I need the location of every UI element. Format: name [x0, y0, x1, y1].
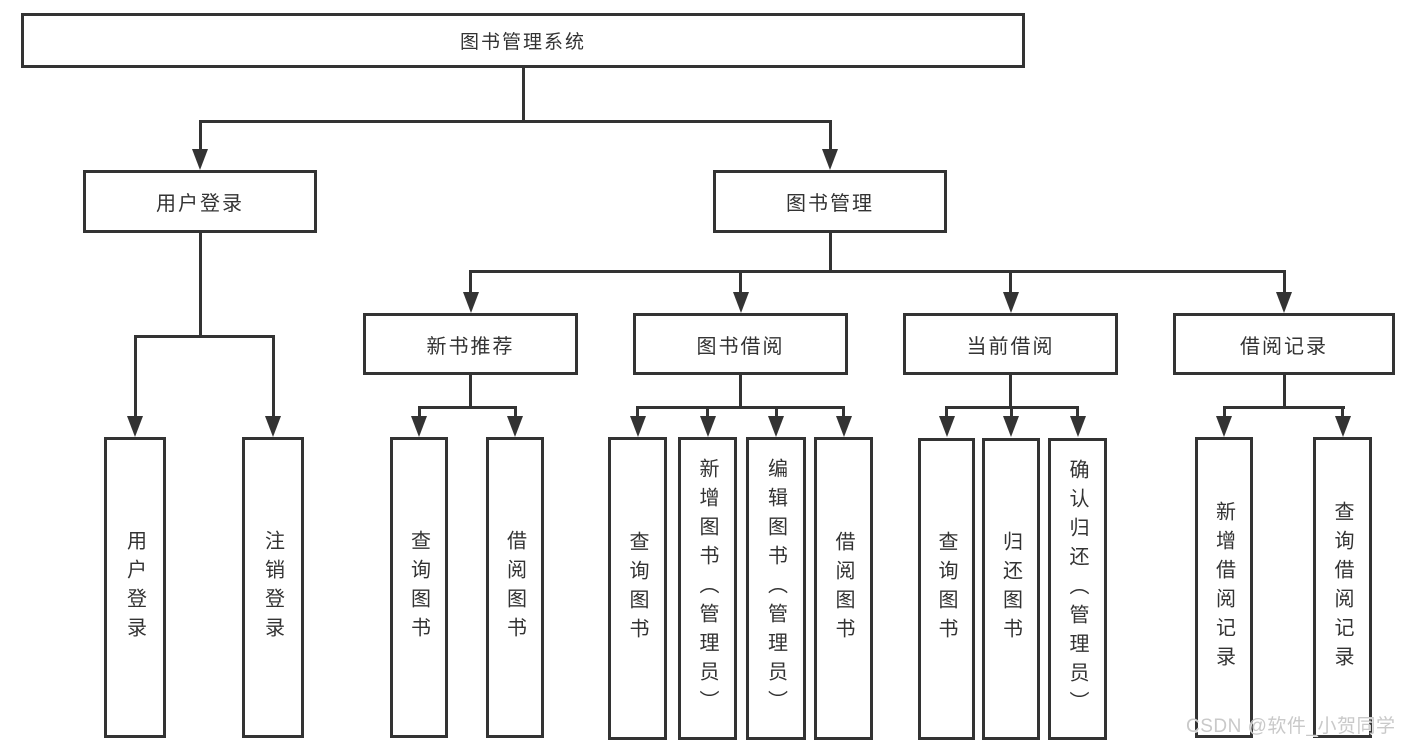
arrowhead-cb-confirm: [1069, 416, 1086, 437]
arrowhead-leaf-logout: [265, 416, 281, 437]
connector-stem-book-borrowing: [739, 270, 742, 295]
node-book-management: 图书管理: [713, 170, 947, 233]
connector-nbr-stem: [469, 375, 472, 409]
leaf-bb-add-books-admin-label: 新增图书（管理员）: [696, 458, 718, 719]
leaf-bb-add-books-admin: 新增图书（管理员）: [678, 437, 737, 740]
connector-book-management-branch: [469, 270, 1286, 273]
leaf-br-add-record-label: 新增借阅记录: [1212, 500, 1235, 675]
connector-br-stem: [1282, 375, 1286, 409]
leaf-cb-confirm-return-admin-label: 确认归还（管理员）: [1066, 458, 1088, 720]
connector-bb-stem: [739, 375, 742, 409]
connector-stem-bb-query: [636, 406, 639, 419]
arrowhead-book-borrowing: [732, 292, 749, 313]
leaf-br-add-record: 新增借阅记录: [1195, 437, 1253, 738]
node-new-book-recommend: 新书推荐: [363, 313, 578, 375]
leaf-user-login-label: 用户登录: [123, 529, 146, 646]
leaf-logout-login: 注销登录: [242, 437, 304, 738]
node-current-borrowing: 当前借阅: [903, 313, 1118, 375]
arrowhead-nbr-query: [411, 416, 427, 437]
node-book-management-label: 图书管理: [786, 193, 874, 215]
arrowhead-cb-query: [938, 416, 955, 437]
connector-br-branch: [1222, 406, 1345, 409]
arrowhead-br-add: [1216, 416, 1232, 437]
connector-stem-new-book-recommend: [469, 270, 472, 295]
arrowhead-cb-return: [1003, 416, 1019, 437]
connector-stem-leaf-user-login: [133, 335, 137, 419]
node-book-borrowing: 图书借阅: [633, 313, 848, 375]
arrowhead-book-management: [822, 149, 838, 170]
connector-stem-current-borrowing: [1009, 270, 1012, 295]
leaf-nbr-borrow-books: 借阅图书: [486, 437, 544, 738]
leaf-cb-confirm-return-admin: 确认归还（管理员）: [1048, 438, 1107, 740]
node-user-login: 用户登录: [83, 170, 317, 233]
connector-stem-nbr-query: [417, 406, 421, 419]
connector-book-management-stem: [828, 233, 832, 273]
arrowhead-leaf-user-login: [127, 416, 143, 437]
node-root-label: 图书管理系统: [459, 32, 586, 53]
leaf-cb-query-books: 查询图书: [918, 438, 975, 740]
connector-stem-user-login: [198, 120, 202, 152]
arrowhead-new-book-recommend: [462, 292, 479, 313]
leaf-cb-query-books-label: 查询图书: [935, 531, 957, 647]
leaf-user-login: 用户登录: [104, 437, 166, 738]
leaf-nbr-borrow-books-label: 借阅图书: [503, 529, 526, 646]
connector-user-login-stem: [198, 233, 202, 338]
connector-stem-book-management: [828, 120, 832, 152]
connector-bb-branch: [636, 406, 845, 409]
connector-stem-bb-edit: [774, 406, 778, 419]
leaf-bb-borrow-books-label: 借阅图书: [832, 530, 854, 647]
connector-stem-bb-add: [706, 406, 709, 419]
node-borrowing-records-label: 借阅记录: [1240, 335, 1328, 358]
connector-stem-br-query: [1341, 406, 1344, 419]
leaf-bb-edit-books-admin-label: 编辑图书（管理员）: [764, 458, 787, 719]
node-root: 图书管理系统: [21, 13, 1025, 68]
arrowhead-bb-query: [629, 416, 646, 437]
leaf-logout-login-label: 注销登录: [261, 529, 284, 646]
arrowhead-br-query: [1334, 416, 1351, 437]
leaf-bb-edit-books-admin: 编辑图书（管理员）: [746, 437, 806, 740]
leaf-cb-return-books: 归还图书: [982, 438, 1040, 740]
leaf-nbr-query-books-label: 查询图书: [407, 529, 430, 646]
connector-nbr-branch: [417, 406, 517, 409]
connector-user-login-branch: [133, 335, 275, 338]
arrowhead-current-borrowing: [1002, 292, 1019, 313]
node-current-borrowing-label: 当前借阅: [966, 335, 1055, 358]
connector-root-stem: [521, 66, 525, 123]
node-new-book-recommend-label: 新书推荐: [426, 335, 515, 358]
connector-stem-cb-query: [945, 406, 948, 419]
leaf-br-query-record: 查询借阅记录: [1313, 437, 1372, 738]
connector-stem-cb-return: [1009, 406, 1013, 419]
leaf-nbr-query-books: 查询图书: [390, 437, 448, 738]
connector-stem-bb-borrow: [842, 406, 845, 419]
watermark-text: CSDN @软件_小贺同学: [1186, 716, 1396, 737]
arrowhead-borrowing-records: [1276, 292, 1292, 313]
leaf-cb-return-books-label: 归还图书: [999, 531, 1022, 647]
connector-stem-br-add: [1222, 406, 1226, 419]
arrowhead-user-login: [192, 149, 208, 170]
leaf-br-query-record-label: 查询借阅记录: [1331, 500, 1353, 675]
connector-stem-nbr-borrow: [513, 406, 517, 419]
node-book-borrowing-label: 图书借阅: [696, 335, 785, 358]
connector-cb-stem: [1009, 375, 1012, 409]
arrowhead-bb-borrow: [835, 416, 852, 437]
connector-stem-borrowing-records: [1282, 270, 1286, 295]
connector-stem-cb-confirm: [1076, 406, 1079, 419]
arrowhead-bb-edit: [768, 416, 784, 437]
leaf-bb-borrow-books: 借阅图书: [814, 437, 873, 740]
arrowhead-nbr-borrow: [507, 416, 523, 437]
node-user-login-label: 用户登录: [156, 193, 244, 215]
leaf-bb-query-books-label: 查询图书: [626, 530, 648, 647]
node-borrowing-records: 借阅记录: [1173, 313, 1395, 375]
connector-root-branch: [198, 120, 832, 123]
connector-stem-leaf-logout: [271, 335, 275, 419]
arrowhead-bb-add: [699, 416, 716, 437]
leaf-bb-query-books: 查询图书: [608, 437, 667, 740]
